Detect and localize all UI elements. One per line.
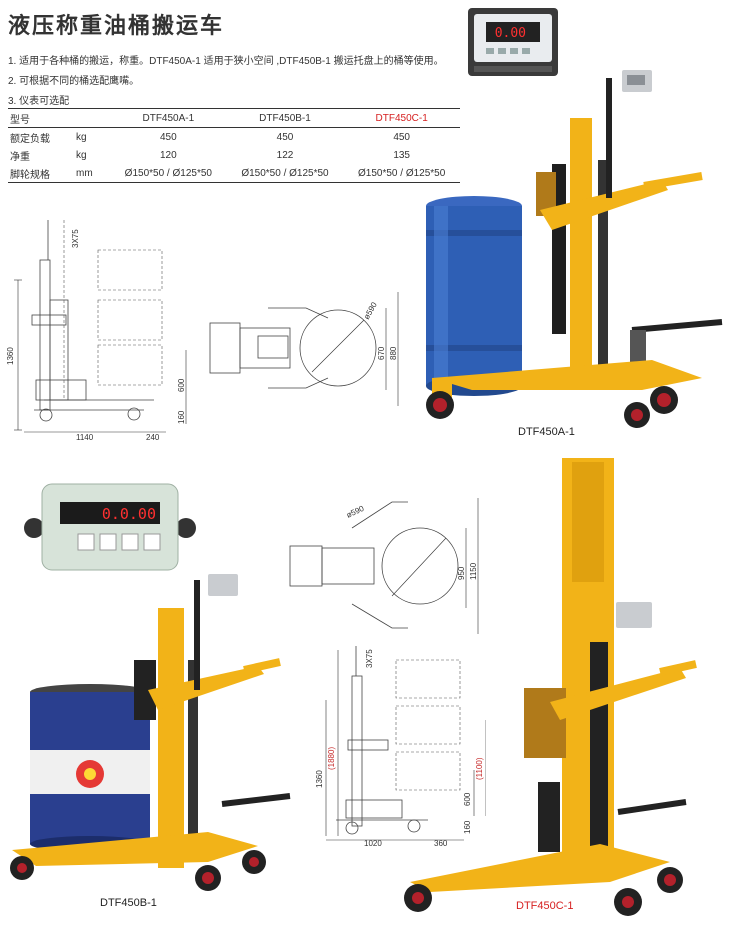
row-unit: kg (76, 149, 87, 161)
dtf450a-top-drawing: ø590 670 880 (209, 292, 399, 406)
header-model: 型号 (10, 114, 30, 126)
dim-670: 670 (377, 346, 386, 360)
cell-a: 450 (159, 131, 177, 143)
dim-590: ø590 (362, 300, 379, 321)
dim-600: 600 (177, 378, 186, 392)
row-unit: kg (76, 131, 87, 143)
spec-table-header: 型号 DTF450A-1 DTF450B-1 DTF450C-1 (8, 108, 460, 128)
note-3: 3. 仪表可选配 (8, 96, 70, 107)
page-title: 液压称重油桶搬运车 (8, 13, 225, 38)
display-reading: 0.00 (495, 26, 526, 41)
caption-dtf450c: DTF450C-1 (516, 900, 574, 912)
dim-880: 880 (389, 346, 398, 360)
row-unit: mm (76, 167, 93, 179)
cell-c: 450 (393, 131, 410, 143)
dim-950: 950 (457, 566, 466, 580)
display-reading-small: 0.0.00 (102, 505, 156, 523)
dtf450c-photo (404, 458, 697, 916)
dim-c-1020: 1020 (364, 839, 382, 848)
weighing-indicator-closeup: 0.0.00 (24, 483, 196, 571)
dtf450c-side-drawing: 1360 (1880) 600 (1100) 160 1020 360 3X75 (315, 646, 486, 848)
dim-c-1100: (1100) (475, 757, 484, 780)
dim-1150: 1150 (469, 562, 478, 580)
dim-1140: 1140 (76, 433, 94, 440)
note-1: 1. 适用于各种桶的搬运，称重。DTF450A-1 适用于狭小空间 ,DTF45… (8, 56, 444, 67)
dim-c-1880: (1880) (327, 747, 336, 770)
caption-dtf450b: DTF450B-1 (100, 897, 157, 909)
dim-c-600: 600 (463, 792, 472, 806)
dtf450c-top-drawing: ø590 950 1150 (289, 498, 479, 634)
cell-c: Ø150*50 / Ø125*50 (358, 167, 446, 179)
cell-b: 122 (276, 149, 294, 161)
dim-c-1360: 1360 (315, 770, 324, 788)
table-row: 脚轮规格 mm Ø150*50 / Ø125*50 Ø150*50 / Ø125… (8, 164, 460, 183)
note-2: 2. 可根据不同的桶选配鹰嘴。 (8, 76, 140, 87)
header-b: DTF450B-1 (259, 112, 311, 124)
dim-c-590: ø590 (345, 504, 366, 520)
dim-240: 240 (146, 433, 160, 440)
row-label: 额定负载 (10, 133, 50, 145)
dim-c-160: 160 (463, 820, 472, 834)
caption-dtf450a: DTF450A-1 (518, 426, 575, 438)
spec-table: 型号 DTF450A-1 DTF450B-1 DTF450C-1 额定负载 kg… (8, 108, 460, 183)
dtf450a-side-drawing: 1360 600 160 1140 240 3X75 (6, 220, 187, 440)
table-row: 额定负载 kg 450 450 450 (8, 128, 460, 147)
cell-b: 450 (276, 131, 294, 143)
dim-c-3x75: 3X75 (365, 649, 374, 668)
weighing-indicator-image: 0.00 (468, 8, 558, 76)
dim-c-360: 360 (434, 839, 448, 848)
cell-a: Ø150*50 / Ø125*50 (124, 167, 212, 179)
row-label: 净重 (10, 151, 30, 163)
header-a: DTF450A-1 (142, 112, 195, 124)
header-c: DTF450C-1 (375, 112, 428, 124)
dtf450a-photo (426, 70, 723, 428)
cell-c: 135 (393, 149, 410, 161)
header-unit (74, 109, 110, 128)
cell-a: 120 (159, 149, 177, 161)
row-label: 脚轮规格 (10, 169, 50, 181)
cell-b: Ø150*50 / Ø125*50 (241, 167, 329, 179)
dtf450b-photo (10, 574, 291, 891)
table-row: 净重 kg 120 122 135 (8, 146, 460, 164)
dim-3x75: 3X75 (71, 229, 80, 248)
dim-160: 160 (177, 410, 186, 424)
dim-1360: 1360 (6, 347, 15, 365)
